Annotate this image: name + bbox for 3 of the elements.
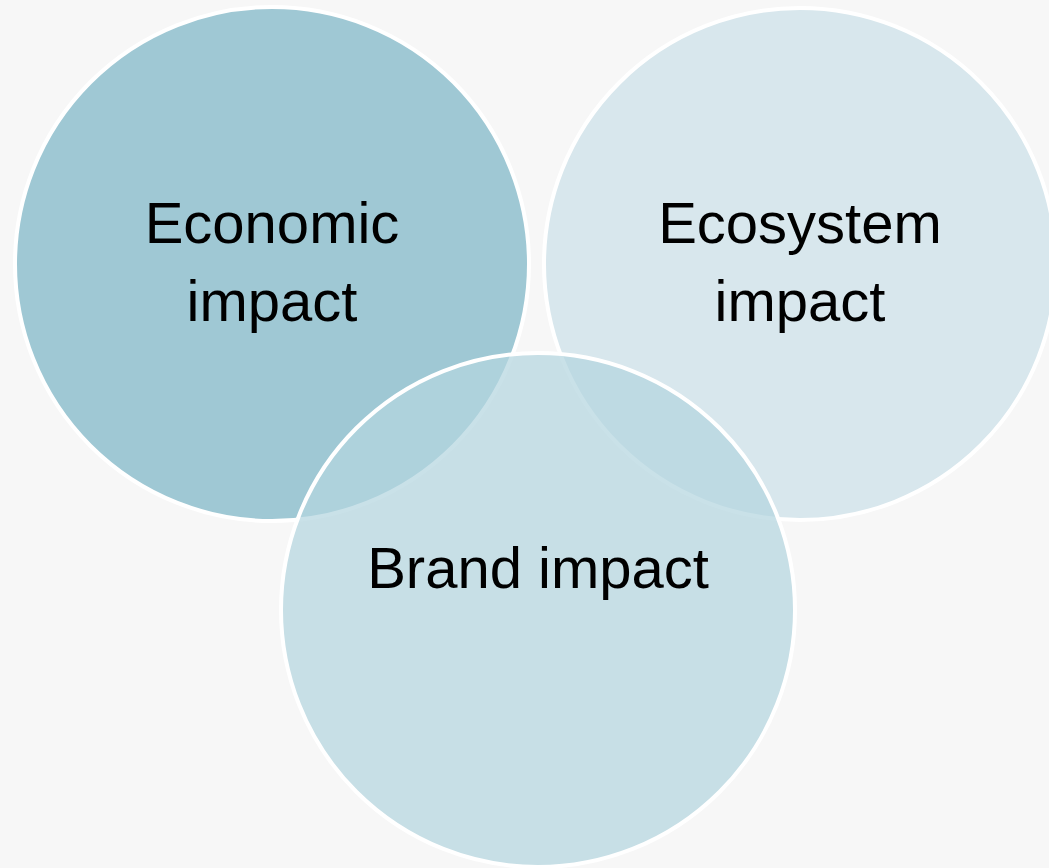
circle-label: Ecosystem impact xyxy=(657,189,943,335)
circle-label: Economic impact xyxy=(143,189,401,335)
circle-label: Brand impact xyxy=(366,534,710,602)
